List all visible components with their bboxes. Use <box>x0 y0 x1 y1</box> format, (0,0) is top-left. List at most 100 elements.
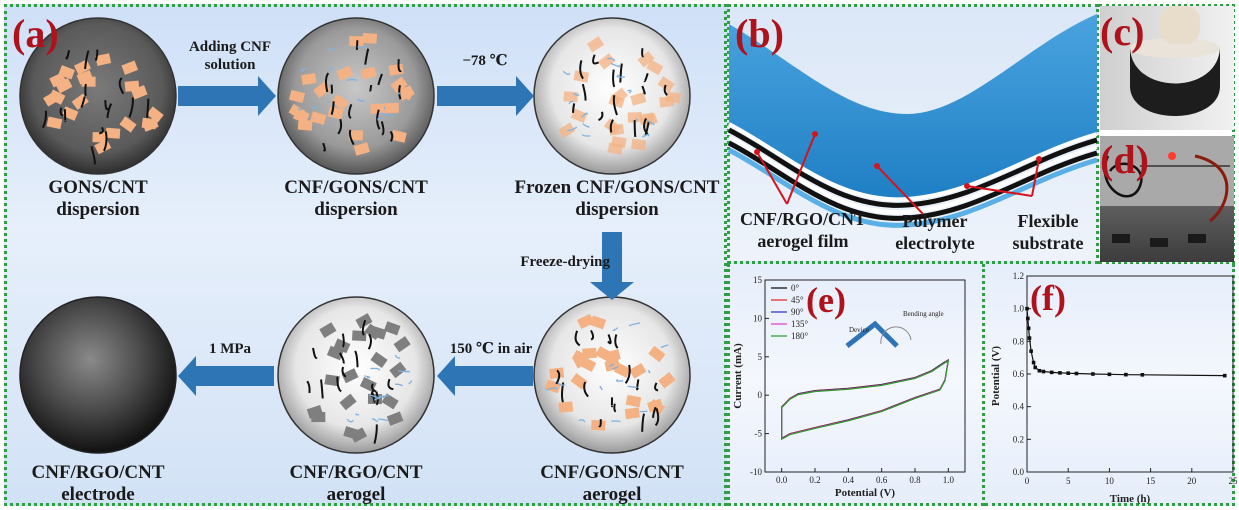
cnt-fiber <box>354 350 359 368</box>
cnt-fiber <box>654 382 659 392</box>
cnf-fiber <box>567 126 578 132</box>
discharge-point <box>1107 372 1112 377</box>
discharge-point <box>1140 373 1145 377</box>
cnt-fiber <box>103 131 108 152</box>
sheet <box>55 77 73 94</box>
sheet <box>549 367 565 380</box>
step1-line1: Adding CNF <box>188 39 272 55</box>
stage4-caption: CNF/GONS/CNT aerogel <box>522 462 702 506</box>
discharge-y-tick-label: 0.8 <box>1013 336 1025 346</box>
cnt-fiber <box>581 83 587 101</box>
disc-4-particles <box>544 313 676 432</box>
sheet <box>336 65 354 81</box>
sheet <box>341 368 359 384</box>
panel-label-f: (f) <box>1030 278 1066 318</box>
cnf-fiber <box>610 62 621 68</box>
discharge-point <box>1041 369 1046 374</box>
stage2-state: dispersion <box>314 199 398 220</box>
step2-label: −78 ℃ <box>462 53 508 69</box>
cv-x-tick-label: 0.8 <box>909 475 921 485</box>
cv-y-tick-label: 0 <box>758 390 763 400</box>
sheet <box>629 363 647 379</box>
stage2-name: CNF/GONS/CNT <box>284 177 428 198</box>
cnf-fiber <box>612 327 619 331</box>
discharge-line <box>1026 308 1225 377</box>
cnt-fiber <box>612 69 616 88</box>
sheet <box>124 80 140 92</box>
discharge-point <box>1026 316 1030 321</box>
cnf-fiber <box>346 418 354 423</box>
sheet <box>333 338 351 354</box>
discharge-x-tick-label: 10 <box>1105 476 1115 486</box>
inset-device-label: Device <box>849 326 869 334</box>
cv-y-axis-label: Current (mA) <box>732 343 744 409</box>
cv-x-tick-label: 0.6 <box>876 475 888 485</box>
cnt-fiber <box>592 54 600 65</box>
sheet <box>647 398 666 415</box>
cnt-fiber <box>590 329 595 341</box>
discharge-y-tick-label: 0.2 <box>1013 434 1024 444</box>
film-line2: aerogel film <box>757 231 849 251</box>
cnt-fiber <box>118 77 125 95</box>
sheet <box>558 401 574 413</box>
cnf-fiber <box>372 418 379 423</box>
sheet <box>388 63 404 76</box>
stage5-name: CNF/RGO/CNT <box>289 462 423 483</box>
cnf-fiber <box>378 112 387 116</box>
cnt-fiber <box>579 60 584 80</box>
cnt-fiber <box>613 403 617 413</box>
cnf-fiber <box>408 380 413 385</box>
panel-label-d: (d) <box>1100 137 1149 182</box>
cv-plot-area <box>764 279 966 473</box>
cnf-fiber <box>573 93 580 96</box>
stage3-caption: Frozen CNF/GONS/CNT dispersion <box>502 177 732 221</box>
cnf-fiber <box>581 112 588 118</box>
cnt-fiber <box>106 103 113 119</box>
disc-1-particles <box>41 49 164 165</box>
step3-label: Freeze-drying <box>520 254 610 270</box>
cnf-fiber <box>641 133 650 138</box>
disc-5-particles <box>306 313 413 444</box>
cnt-fiber <box>397 59 402 73</box>
cnt-fiber <box>607 334 612 345</box>
cnt-fiber <box>654 408 660 427</box>
sheet <box>46 116 63 130</box>
cnt-fiber <box>641 48 645 58</box>
process-arrows <box>178 76 634 396</box>
stage6-caption: CNF/RGO/CNT electrode <box>8 462 188 506</box>
sheet <box>119 116 137 133</box>
cnf-fiber <box>568 100 574 105</box>
stage6-state: electrode <box>61 484 135 505</box>
sheet <box>331 93 349 111</box>
device-photos <box>1100 6 1234 262</box>
sheet <box>582 347 597 359</box>
cnt-fiber <box>375 391 379 406</box>
cnf-fiber <box>615 379 624 382</box>
cnf-fiber <box>326 48 336 51</box>
discharge-point <box>1074 371 1079 376</box>
cnf-fiber <box>394 383 403 387</box>
panel-label-a: (a) <box>12 11 59 56</box>
stage6-name: CNF/RGO/CNT <box>31 462 165 483</box>
cnt-fiber <box>663 84 668 96</box>
cnt-fiber <box>336 376 342 393</box>
sheet <box>311 412 326 423</box>
substrate-label: Flexible substrate <box>996 210 1100 254</box>
stage5-state: aerogel <box>326 484 386 505</box>
sheet <box>370 103 385 114</box>
cnf-fiber <box>373 396 385 401</box>
sheet <box>301 73 317 86</box>
sheet <box>630 92 647 106</box>
cnt-fiber <box>369 84 373 92</box>
sheet <box>288 89 305 103</box>
sheet <box>558 122 576 139</box>
stage1-name: GONS/CNT <box>48 177 148 198</box>
cv-legend-label: 45° <box>791 295 804 305</box>
cnt-fiber <box>99 126 104 135</box>
sheet <box>349 36 364 47</box>
sheet <box>370 326 387 340</box>
cnt-fiber <box>370 383 377 393</box>
cnt-fiber <box>306 380 311 394</box>
cnf-fiber <box>557 382 566 386</box>
cnf-fiber <box>311 106 318 109</box>
